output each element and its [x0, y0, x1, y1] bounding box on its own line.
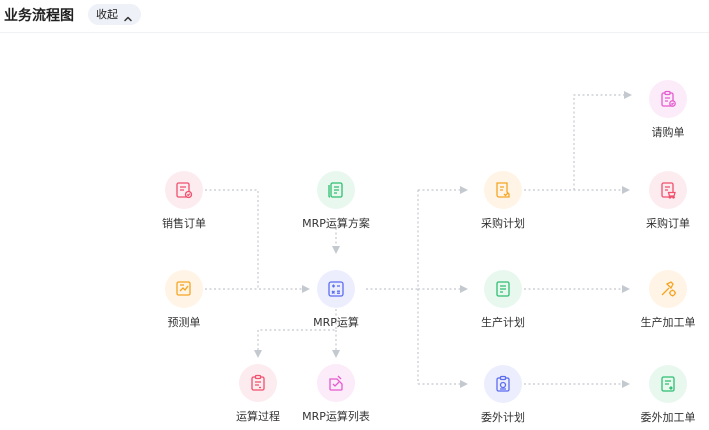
forecast-icon: [174, 279, 194, 299]
node-label: 预测单: [167, 316, 201, 329]
node-purchase-order-circle: [649, 171, 687, 209]
collapse-label: 收起: [96, 8, 118, 21]
mrp-list-icon: [326, 373, 346, 393]
chevron-up-icon: [123, 10, 133, 21]
node-label: 采购计划: [481, 217, 525, 230]
node-label: 运算过程: [236, 410, 280, 423]
connector-mrp-to-process: [254, 309, 337, 358]
node-production-order-circle: [649, 270, 687, 308]
node-calc-process-circle: [239, 364, 277, 402]
node-mrp-list-circle: [317, 364, 355, 402]
mrp-plan-icon: [326, 180, 346, 200]
production-plan-icon: [493, 279, 513, 299]
mrp-calc-icon: [326, 279, 346, 299]
node-label: 委外加工单: [640, 411, 696, 424]
node-label: 生产加工单: [640, 316, 696, 329]
node-label: MRP运算: [313, 316, 359, 329]
node-mrp-calc-circle: [317, 270, 355, 308]
sales-order-icon: [174, 180, 194, 200]
node-production-plan-circle: [484, 270, 522, 308]
page-title: 业务流程图: [4, 8, 74, 24]
page-header: 业务流程图 收起: [0, 0, 709, 33]
node-label: 采购订单: [646, 217, 690, 230]
outsource-plan-icon: [493, 374, 513, 394]
node-label: MRP运算列表: [302, 410, 370, 423]
connector-to-requisition: [573, 91, 632, 190]
node-label: 销售订单: [162, 217, 206, 230]
node-outsource-plan-circle: [484, 365, 522, 403]
node-label: 请购单: [651, 126, 685, 139]
node-mrp-plan-circle: [317, 171, 355, 209]
outsource-order-icon: [658, 374, 678, 394]
production-order-icon: [658, 279, 678, 299]
node-requisition-circle: [649, 80, 687, 118]
node-outsource-order-circle: [649, 365, 687, 403]
purchase-order-icon: [658, 180, 678, 200]
purchase-plan-icon: [493, 180, 513, 200]
node-purchase-plan-circle: [484, 171, 522, 209]
node-forecast-circle: [165, 270, 203, 308]
node-label: MRP运算方案: [302, 217, 370, 230]
collapse-button[interactable]: 收起: [88, 4, 141, 25]
calc-process-icon: [248, 373, 268, 393]
node-label: 委外计划: [481, 411, 525, 424]
connector-sales-to-mrp: [205, 189, 259, 289]
node-sales-order-circle: [165, 171, 203, 209]
requisition-icon: [658, 89, 678, 109]
node-label: 生产计划: [481, 316, 525, 329]
